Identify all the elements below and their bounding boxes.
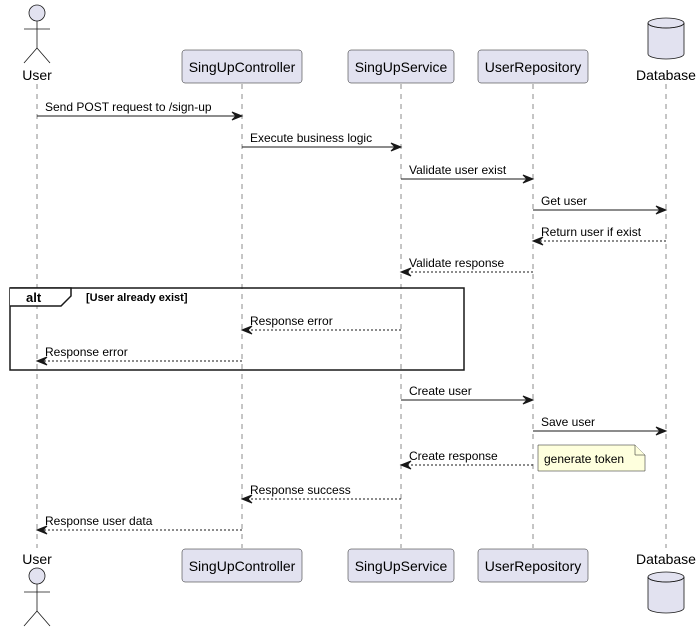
participant-label: Database: [636, 551, 696, 567]
participant-label: Database: [636, 67, 696, 83]
message-label: Send POST request to /sign-up: [45, 100, 212, 114]
participant-label: UserRepository: [485, 558, 581, 574]
participant-label: SingUpService: [355, 558, 448, 574]
message-2: Execute business logic: [242, 131, 403, 152]
participant-label: User: [22, 67, 52, 83]
message-9: Create user: [401, 384, 535, 405]
alt-fragment: alt [User already exist]: [9, 287, 465, 371]
alt-keyword: alt: [26, 290, 42, 305]
message-label: Validate response: [409, 256, 505, 270]
participant-label: SingUpController: [189, 558, 296, 574]
arrow-head: [231, 111, 244, 121]
arrow-head: [522, 174, 535, 184]
database-icon: [647, 571, 685, 614]
participant-repository-bottom: UserRepository: [477, 548, 589, 583]
message-8: Response error: [35, 345, 242, 366]
alt-condition: [User already exist]: [86, 292, 188, 304]
message-label: Response user data: [45, 514, 153, 528]
message-6: Validate response: [399, 256, 533, 277]
message-1: Send POST request to /sign-up: [37, 100, 244, 121]
participant-controller-bottom: SingUpController: [181, 548, 303, 583]
message-label: Response error: [250, 314, 333, 328]
message-label: Return user if exist: [541, 225, 642, 239]
participant-controller-top: SingUpController: [181, 49, 303, 84]
message-label: Get user: [541, 194, 587, 208]
participant-repository-top: UserRepository: [477, 49, 589, 84]
arrow-head: [35, 525, 48, 535]
participant-label: SingUpService: [355, 59, 448, 75]
message-label: Save user: [541, 415, 595, 429]
participant-service-top: SingUpService: [347, 49, 455, 84]
message-label: Response error: [45, 345, 128, 359]
lifelines: [36, 84, 667, 548]
note-text: generate token: [544, 452, 624, 466]
message-7: Response error: [240, 314, 401, 335]
message-12: Response success: [240, 483, 401, 504]
arrow-head: [240, 494, 253, 504]
participant-label: UserRepository: [485, 59, 581, 75]
arrow-head: [531, 236, 544, 246]
alt-tab: [10, 287, 72, 307]
arrow-head: [522, 395, 535, 405]
message-10: Save user: [533, 415, 668, 436]
message-13: Response user data: [35, 514, 242, 535]
message-label: Create response: [409, 449, 498, 463]
message-label: Response success: [250, 483, 351, 497]
message-3: Validate user exist: [401, 163, 535, 184]
message-label: Execute business logic: [250, 131, 372, 145]
note-box: [537, 444, 646, 472]
arrow-head: [240, 325, 253, 335]
message-label: Create user: [409, 384, 472, 398]
arrow-head: [399, 267, 412, 277]
participant-service-bottom: SingUpService: [347, 548, 455, 583]
message-4: Get user: [533, 194, 668, 215]
arrow-head: [35, 356, 48, 366]
participants: UserUserSingUpControllerSingUpController…: [22, 4, 696, 627]
alt-frame: [9, 287, 465, 371]
arrow-head: [655, 205, 668, 215]
arrow-head: [399, 460, 412, 470]
participant-label: SingUpController: [189, 59, 296, 75]
actor-icon: [23, 4, 51, 64]
database-icon: [647, 17, 685, 60]
message-5: Return user if exist: [531, 225, 666, 246]
actor-icon: [23, 567, 51, 627]
message-label: Validate user exist: [409, 163, 507, 177]
arrow-head: [655, 426, 668, 436]
participant-label: User: [22, 551, 52, 567]
note: generate token: [537, 444, 646, 472]
arrow-head: [390, 142, 403, 152]
message-11: Create response: [399, 449, 533, 470]
